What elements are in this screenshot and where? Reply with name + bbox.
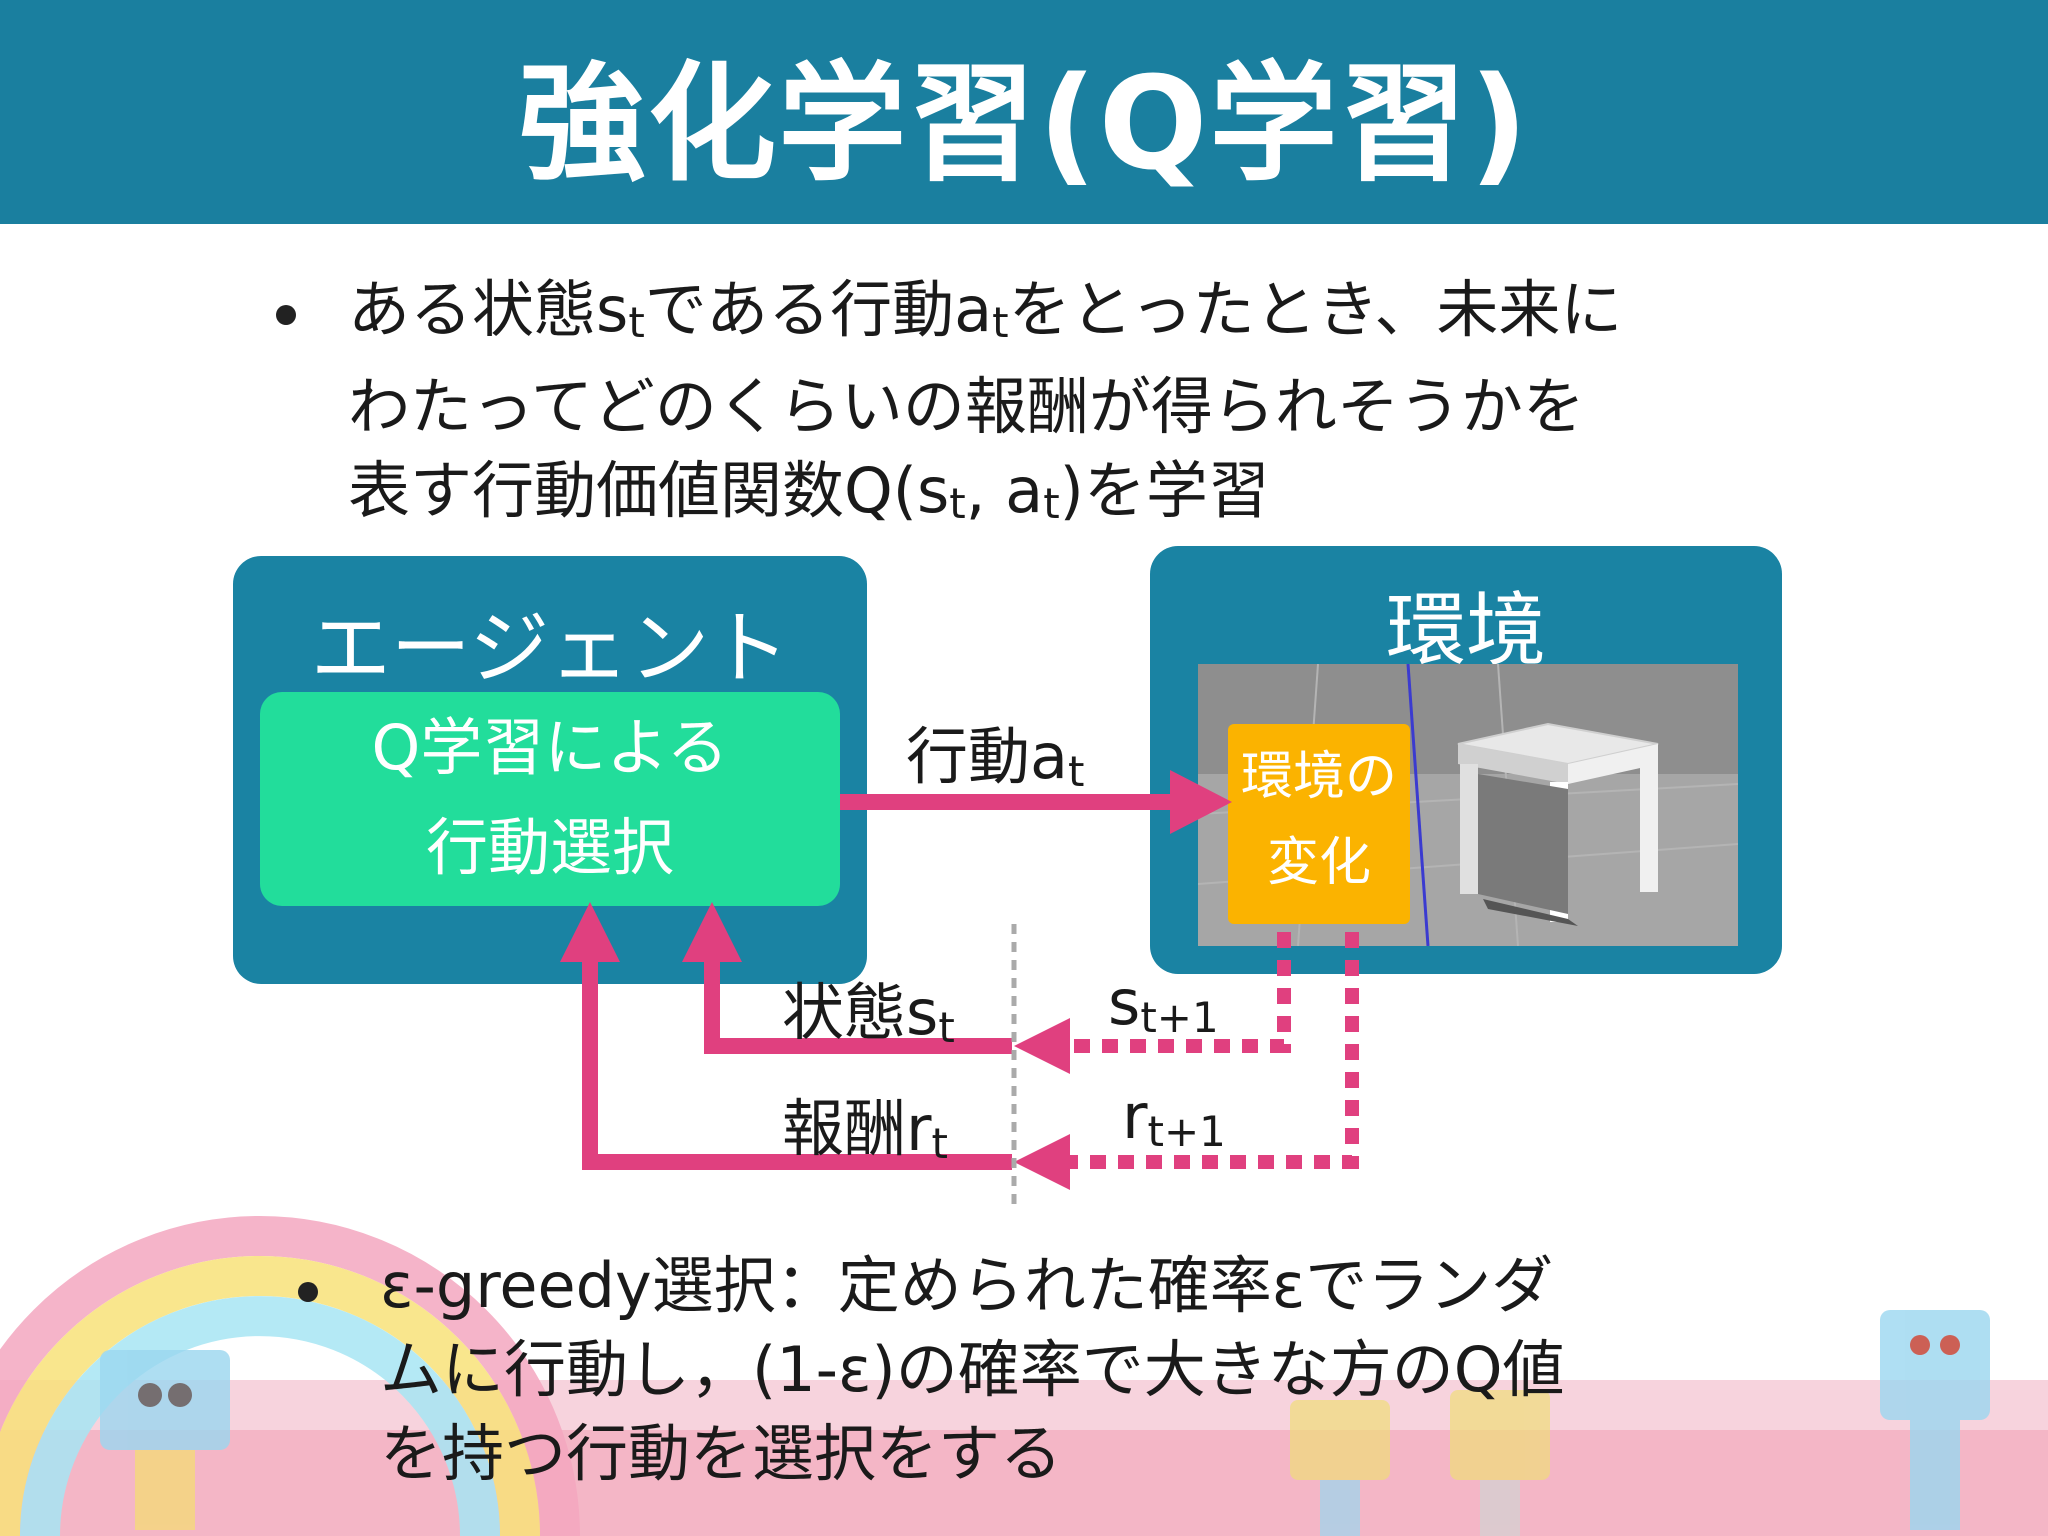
bullet-2-line-2: ムに行動し，(1-ε)の確率で大きな方のQ値 — [380, 1333, 1565, 1406]
environment-title: 環境 — [1386, 584, 1546, 677]
next-reward-label: rt+1 — [1122, 1080, 1226, 1156]
bullet-dot-2 — [298, 1282, 318, 1302]
next-reward-arrow-head — [1014, 1134, 1070, 1190]
action-arrow-head — [1170, 770, 1232, 834]
environment-change-line-2: 変化 — [1266, 833, 1371, 893]
agent-title: エージェント — [310, 602, 790, 695]
next-state-arrow-head — [1014, 1018, 1070, 1074]
q-learning-line-1: Q学習による — [371, 711, 729, 784]
robot-middle — [1290, 1390, 1550, 1536]
next-state-label: st+1 — [1108, 966, 1219, 1042]
bullet-1-line-2: わたってどのくらいの報酬が得られそうかを — [348, 370, 1585, 443]
next-reward-dotted-line — [1066, 932, 1359, 1169]
action-label: 行動at — [906, 720, 1085, 796]
state-label: 状態st — [782, 976, 955, 1052]
rainbow — [0, 1216, 580, 1536]
page-title: 強化学習(Q学習) — [518, 49, 1530, 199]
title-bar: 強化学習(Q学習) — [0, 0, 2048, 224]
bullet-1-line-3: 表す行動価値関数Q(st, at)を学習 — [348, 454, 1270, 528]
q-learning-line-2: 行動選択 — [425, 811, 674, 884]
chair-model — [1457, 722, 1659, 926]
state-arrow-head — [682, 902, 742, 962]
background-ground — [0, 1430, 2048, 1536]
simulation-scene — [1198, 664, 1738, 946]
robot-left — [100, 1350, 230, 1530]
reward-arrow-head — [560, 902, 620, 962]
bullet-2-line-3: を持つ行動を選択をする — [380, 1417, 1063, 1490]
robot-right — [1880, 1310, 1990, 1530]
reward-label: 報酬rt — [782, 1092, 948, 1168]
q-learning-action-selection: Q学習による 行動選択 — [260, 692, 840, 906]
environment-change-box: 環境の 変化 — [1228, 724, 1410, 924]
next-state-dotted-line — [1066, 932, 1291, 1053]
bullet-2-line-1: ε-greedy選択：定められた確率εでランダ — [380, 1249, 1554, 1322]
reward-arrow-line — [582, 958, 1012, 1170]
bullet-1-line-1: ある状態stである行動atをとったとき、未来に — [348, 273, 1623, 347]
bullet-dot-1 — [276, 305, 296, 325]
environment-change-line-1: 環境の — [1240, 747, 1397, 807]
state-arrow-line — [704, 958, 1012, 1054]
bullet-1-text: ある状態stである行動atをとったとき、未来に わたってどのくらいの報酬が得られ… — [348, 268, 1908, 546]
bullet-2-text: ε-greedy選択：定められた確率εでランダ ムに行動し，(1-ε)の確率で大… — [380, 1244, 1940, 1496]
